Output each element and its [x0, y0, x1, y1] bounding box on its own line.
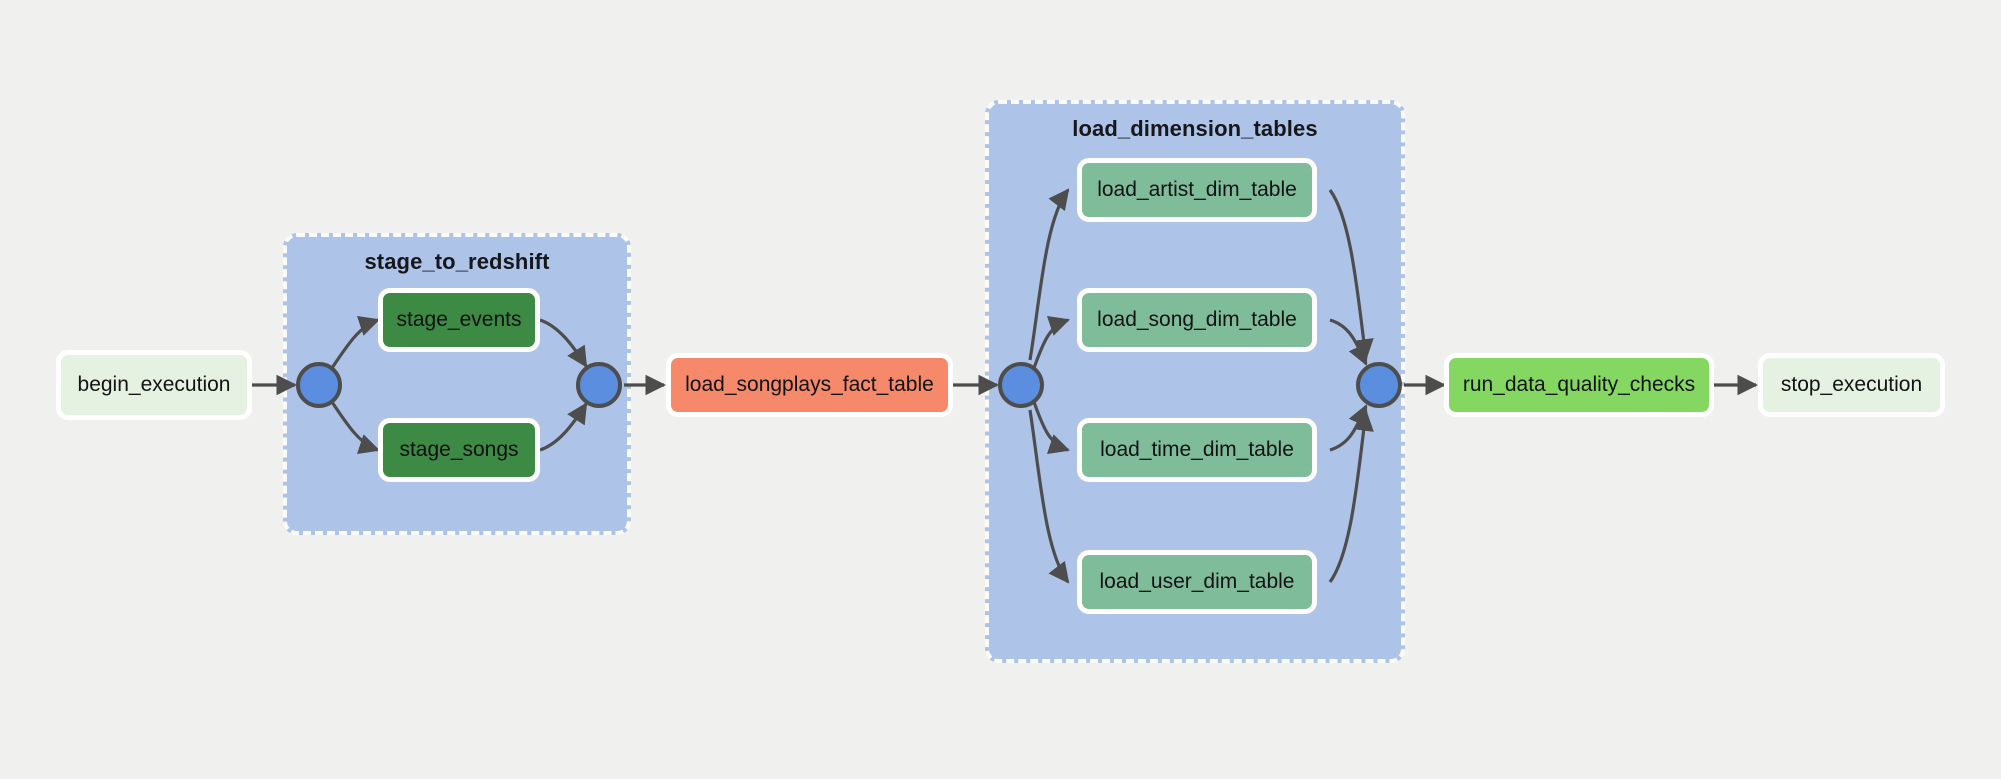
join-dot-stage-fan-in[interactable]: [576, 362, 622, 408]
join-dot-stage-fan-out[interactable]: [296, 362, 342, 408]
node-load-artist-dim-table[interactable]: load_artist_dim_table: [1077, 158, 1317, 222]
join-dot-dim-fan-out[interactable]: [998, 362, 1044, 408]
node-load-song-dim-table[interactable]: load_song_dim_table: [1077, 288, 1317, 352]
node-run-data-quality-checks[interactable]: run_data_quality_checks: [1444, 353, 1714, 417]
join-dot-dim-fan-in[interactable]: [1356, 362, 1402, 408]
node-load-time-dim-table[interactable]: load_time_dim_table: [1077, 418, 1317, 482]
cluster-label-load-dimension-tables: load_dimension_tables: [1072, 116, 1318, 141]
cluster-label-stage-to-redshift: stage_to_redshift: [364, 249, 550, 274]
node-load-songplays-fact-table[interactable]: load_songplays_fact_table: [666, 353, 953, 417]
node-stage-events[interactable]: stage_events: [378, 288, 540, 352]
node-stage-songs[interactable]: stage_songs: [378, 418, 540, 482]
node-begin-execution[interactable]: begin_execution: [56, 350, 252, 420]
node-stop-execution[interactable]: stop_execution: [1758, 353, 1945, 417]
node-load-user-dim-table[interactable]: load_user_dim_table: [1077, 550, 1317, 614]
